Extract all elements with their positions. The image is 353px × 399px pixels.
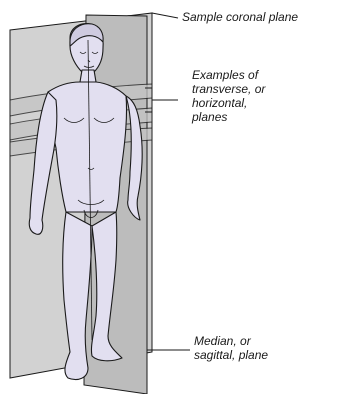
sagittal-label-line-1: Median, or: [194, 334, 268, 348]
transverse-label-line-3: horizontal,: [192, 96, 265, 110]
sagittal-plane-label: Median, or sagittal, plane: [194, 334, 268, 362]
transverse-label-line-2: transverse, or: [192, 82, 265, 96]
transverse-label-line-1: Examples of: [192, 68, 265, 82]
transverse-label-line-4: planes: [192, 110, 265, 124]
transverse-planes-label: Examples of transverse, or horizontal, p…: [192, 68, 265, 124]
coronal-plane-label: Sample coronal plane: [182, 10, 298, 24]
sagittal-label-line-2: sagittal, plane: [194, 348, 268, 362]
